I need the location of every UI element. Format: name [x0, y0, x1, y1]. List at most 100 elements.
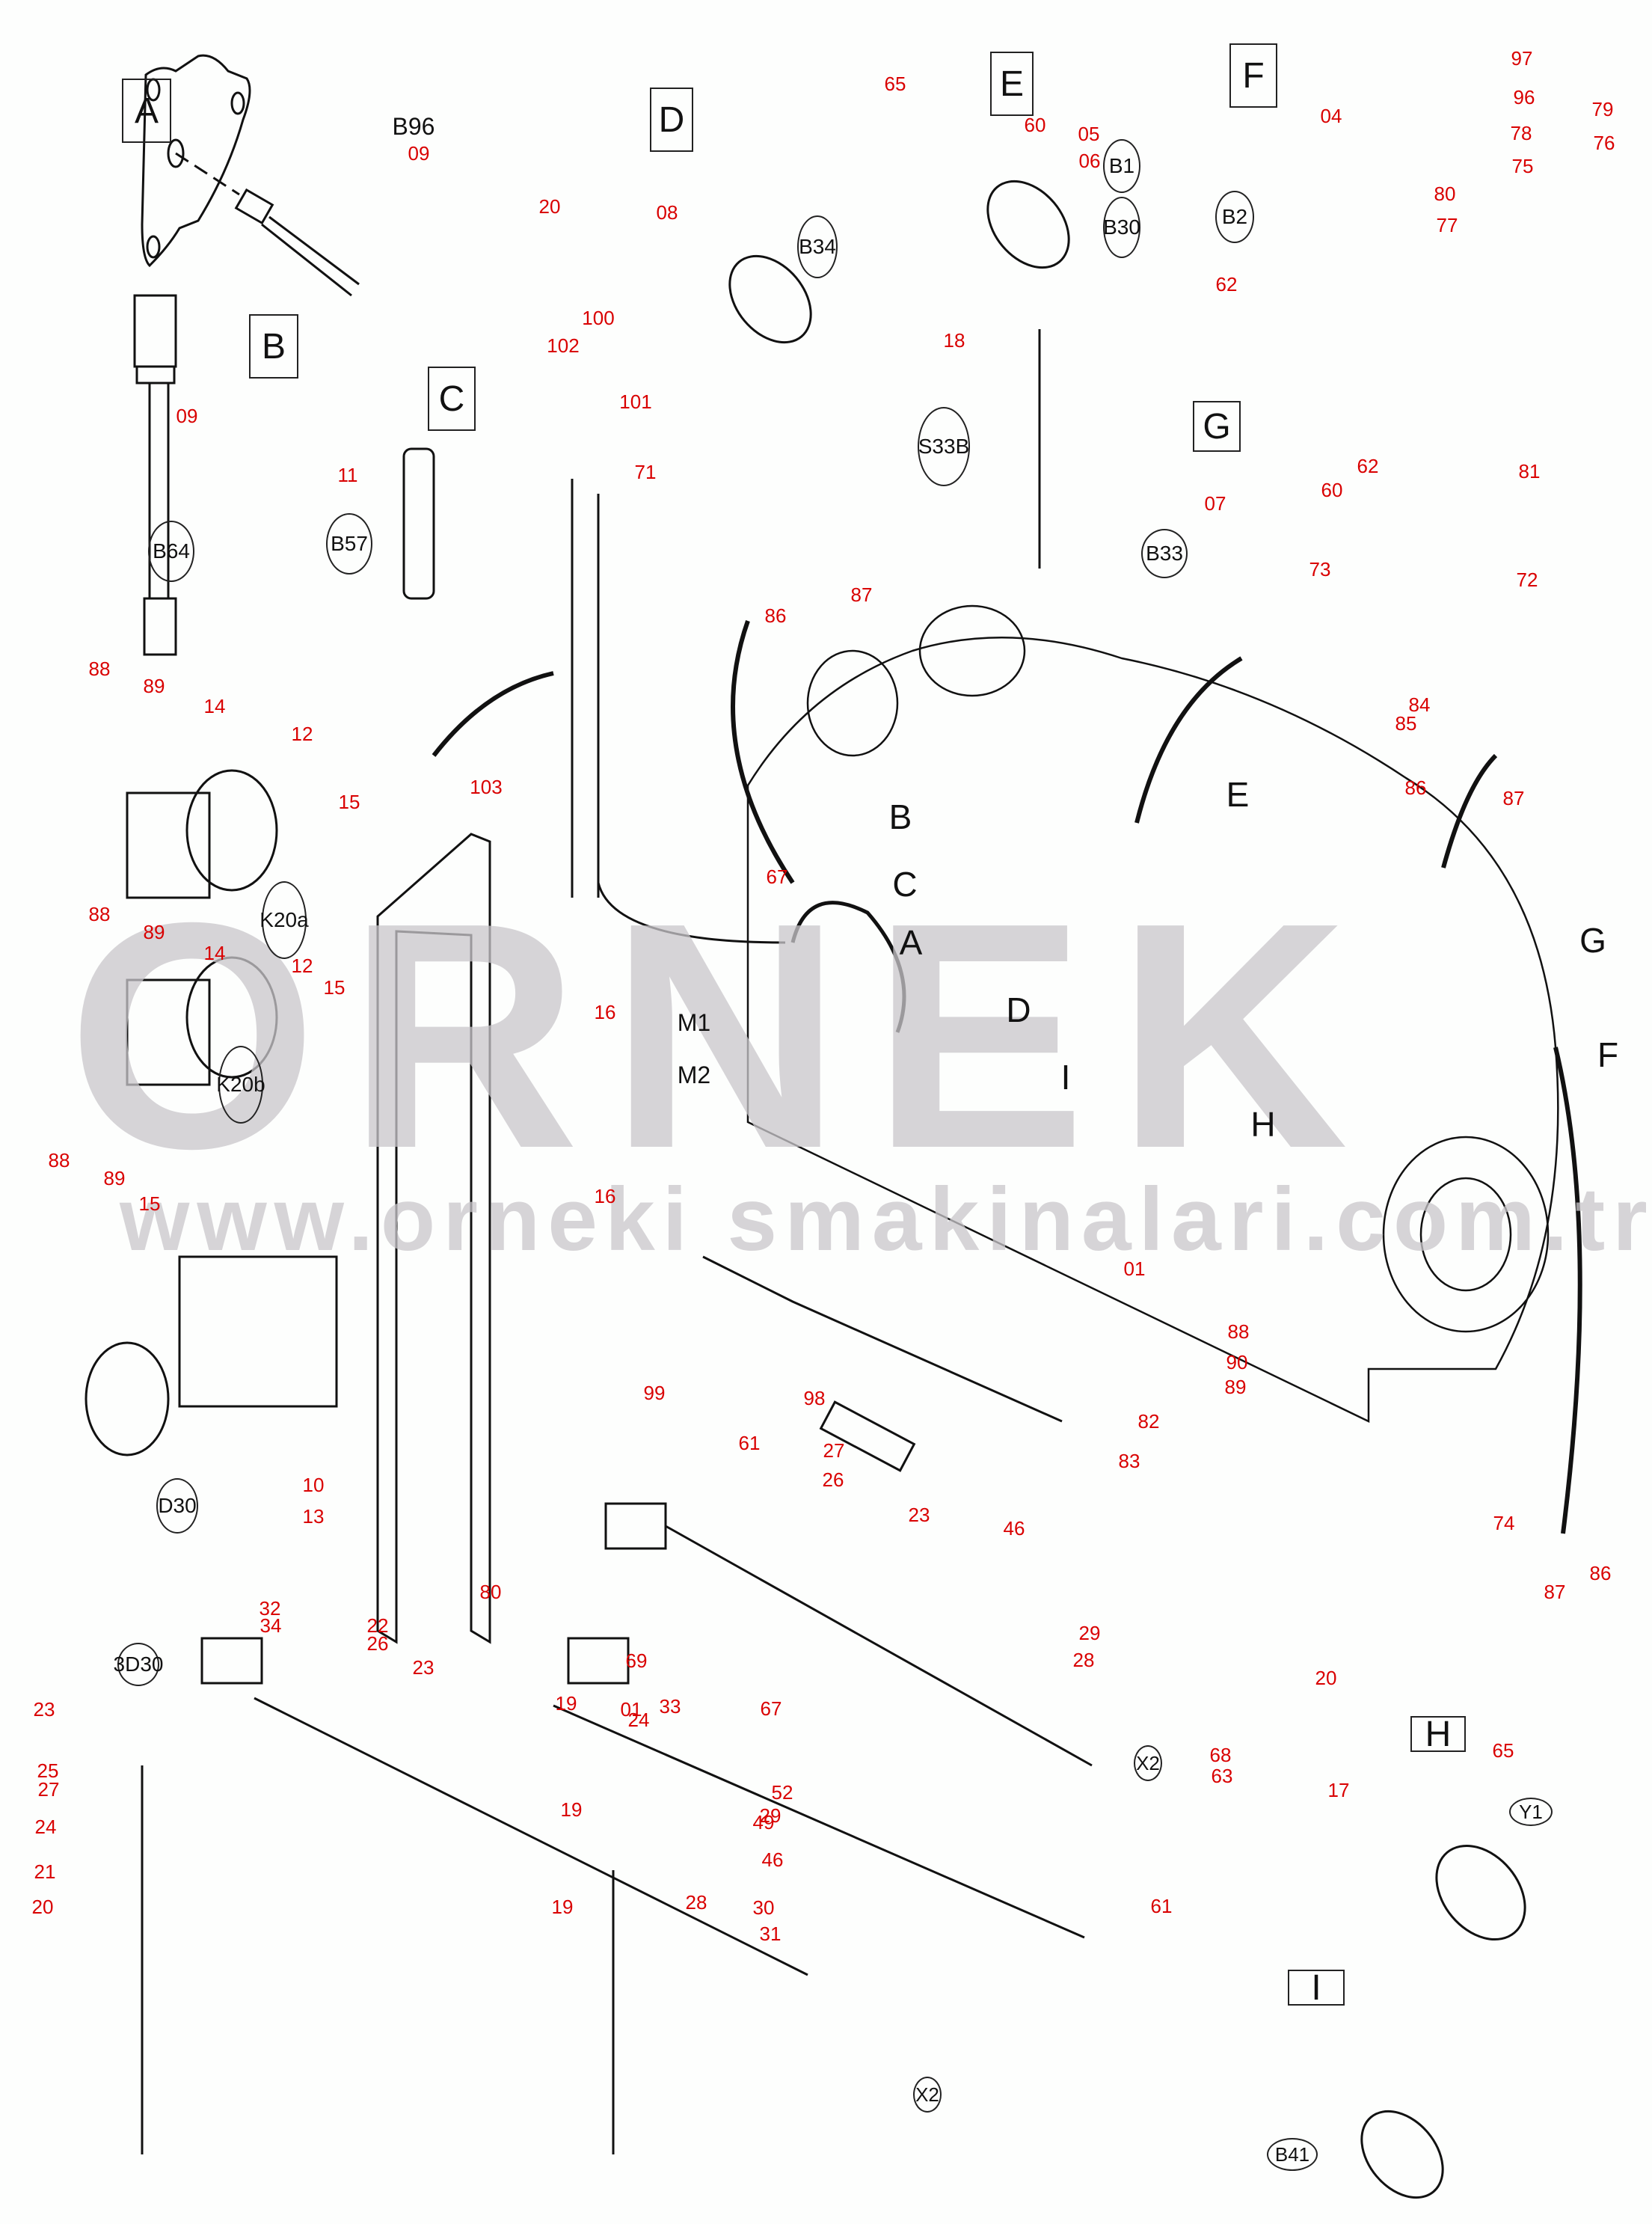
ref-x2-upper: X2 — [1134, 1745, 1162, 1781]
callout-b: B — [888, 797, 912, 836]
part-number-label: 89 — [143, 675, 165, 697]
part-number-label: 73 — [1309, 558, 1331, 580]
part-number-label: 31 — [759, 1923, 782, 1945]
part-number-label: 49 — [752, 1811, 775, 1834]
part-number-label: 25 — [37, 1759, 59, 1782]
part-number-label: 23 — [33, 1698, 55, 1721]
part-number-label: 67 — [760, 1697, 782, 1720]
ref-b30: B30 — [1103, 197, 1140, 258]
ref-b33: B33 — [1141, 529, 1188, 578]
part-number-label: 11 — [337, 464, 358, 486]
part-number-label: 84 — [1408, 693, 1431, 716]
part-number-label: 13 — [302, 1505, 325, 1528]
part-number-label: 12 — [291, 955, 313, 977]
part-number-label: 75 — [1511, 155, 1534, 177]
part-number-label: 72 — [1516, 569, 1538, 591]
part-number-label: 20 — [538, 195, 561, 218]
ref-3d30: 3D30 — [114, 1643, 163, 1686]
part-number-label: 23 — [908, 1504, 930, 1526]
part-number-label: 67 — [766, 866, 788, 888]
part-number-label: 46 — [1003, 1517, 1025, 1540]
part-number-label: 69 — [625, 1649, 648, 1672]
part-number-label: 28 — [1072, 1649, 1095, 1671]
part-number-label: 06 — [1078, 150, 1101, 172]
part-number-label: 09 — [176, 405, 198, 427]
part-number-label: 102 — [547, 334, 580, 357]
part-number-label: 77 — [1436, 214, 1458, 236]
detail-box-f: F — [1229, 43, 1277, 108]
part-number-label: 16 — [594, 1185, 616, 1207]
part-number-label: 87 — [1544, 1581, 1566, 1603]
part-number-label: 85 — [1395, 712, 1417, 735]
ref-k20a: K20a — [260, 881, 309, 959]
part-number-label: 99 — [643, 1382, 666, 1404]
ref-m2: M2 — [677, 1062, 711, 1088]
part-number-label: 26 — [366, 1632, 389, 1655]
part-number-label: 18 — [943, 329, 965, 352]
callout-e: E — [1226, 775, 1250, 814]
part-number-label: 89 — [143, 921, 165, 943]
engine-block-drawing — [432, 604, 1582, 1534]
part-number-label: 28 — [685, 1891, 707, 1914]
ref-y1: Y1 — [1509, 1798, 1553, 1826]
part-number-label: 97 — [1511, 47, 1533, 70]
part-number-label: 10 — [302, 1474, 325, 1496]
detail-box-b: B — [249, 314, 298, 379]
part-number-label: 86 — [1404, 776, 1427, 799]
harness-connector-drawings — [141, 1502, 1093, 2154]
part-number-label: 96 — [1513, 86, 1535, 108]
part-number-label: 81 — [1518, 460, 1541, 483]
part-number-label: 09 — [408, 142, 430, 165]
part-number-label: 86 — [1589, 1562, 1612, 1584]
part-number-label: 65 — [884, 73, 906, 95]
part-number-label: 19 — [551, 1896, 574, 1918]
detail-box-h: H — [1410, 1715, 1466, 1754]
part-number-label: 80 — [1434, 183, 1456, 205]
ref-m1: M1 — [677, 1009, 711, 1036]
part-number-label: 71 — [634, 461, 657, 483]
part-number-label: 61 — [1150, 1895, 1173, 1917]
harness-drawings — [571, 329, 1063, 1472]
part-number-label: 21 — [34, 1860, 56, 1883]
part-number-label: 60 — [1024, 114, 1046, 136]
part-number-label: 61 — [738, 1432, 761, 1454]
callout-h: H — [1250, 1105, 1276, 1144]
ref-d30: D30 — [156, 1478, 198, 1534]
part-number-label: 24 — [34, 1816, 57, 1838]
part-number-label: 17 — [1327, 1779, 1350, 1801]
ref-b2: B2 — [1215, 191, 1254, 243]
part-number-label: 23 — [412, 1656, 435, 1679]
part-number-label: 46 — [761, 1848, 784, 1871]
bracket-103-drawing — [376, 833, 491, 1644]
part-number-label: 80 — [479, 1581, 502, 1603]
part-number-label: 101 — [619, 390, 652, 413]
part-number-label: 08 — [656, 201, 678, 224]
part-number-label: 24 — [627, 1709, 650, 1731]
part-number-label: 87 — [1502, 787, 1525, 809]
callout-d: D — [1006, 990, 1031, 1029]
detail-box-a: A — [122, 79, 171, 143]
part-number-label: 20 — [1315, 1667, 1337, 1689]
sensor-b57-drawing — [402, 447, 435, 600]
flange-plate-drawing — [141, 54, 360, 297]
part-number-label: 07 — [1204, 492, 1226, 515]
part-number-label: 82 — [1137, 1410, 1160, 1433]
part-number-label: 98 — [803, 1387, 826, 1409]
part-number-label: 88 — [88, 903, 111, 925]
part-number-label: 33 — [659, 1695, 681, 1718]
part-number-label: 26 — [822, 1468, 844, 1491]
ref-k20b: K20b — [216, 1046, 265, 1124]
part-number-label: 79 — [1591, 98, 1614, 120]
part-number-label: 62 — [1357, 455, 1379, 477]
part-number-label: 89 — [1224, 1376, 1247, 1398]
part-number-label: 100 — [582, 307, 615, 329]
part-number-label: 14 — [203, 695, 226, 717]
ref-b64: B64 — [148, 521, 194, 582]
part-number-label: 15 — [323, 976, 346, 999]
ref-b1: B1 — [1103, 139, 1140, 193]
part-number-label: 27 — [37, 1778, 60, 1801]
part-number-label: 01 — [1123, 1257, 1146, 1280]
detail-box-d: D — [650, 88, 693, 152]
part-number-label: 89 — [103, 1167, 126, 1189]
